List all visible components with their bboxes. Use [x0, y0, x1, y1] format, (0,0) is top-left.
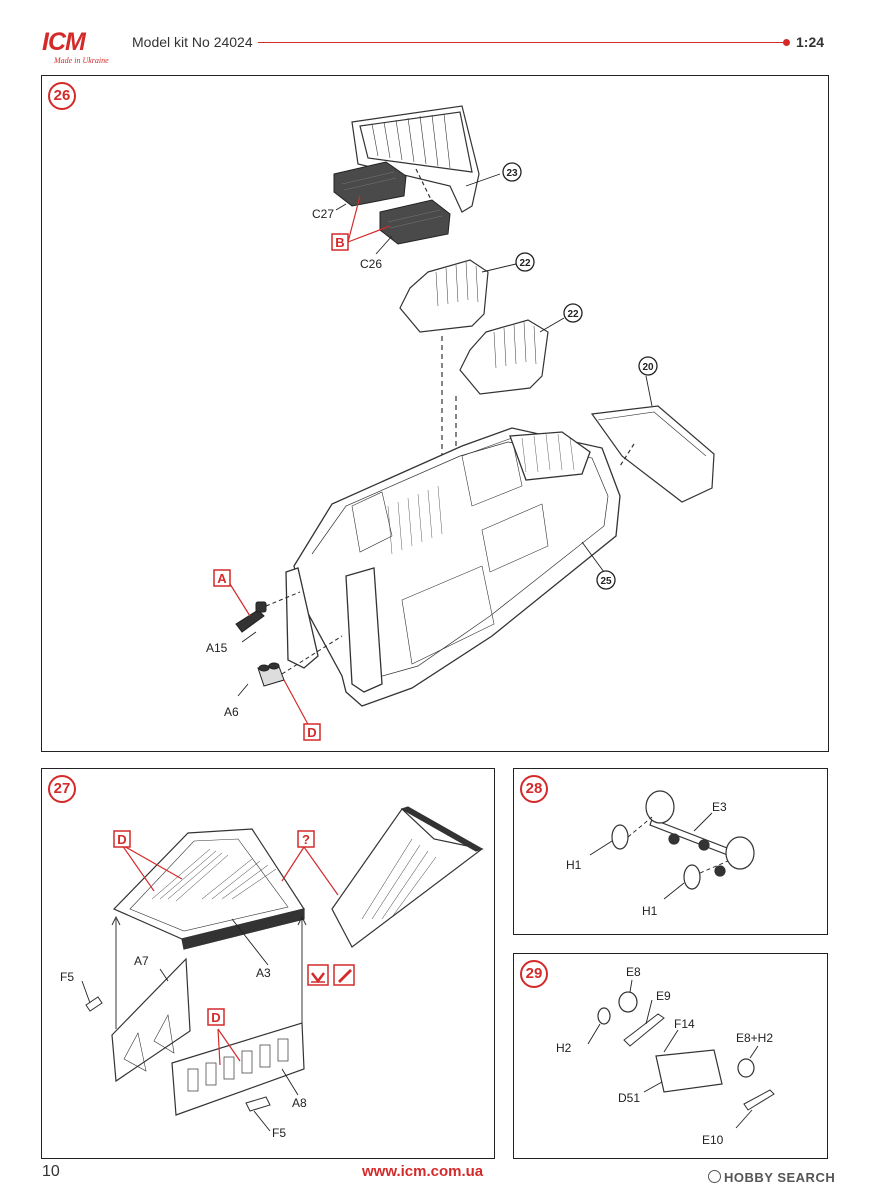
paint-icon — [333, 964, 355, 986]
label-e8-h2: E8+H2 — [736, 1031, 773, 1045]
label-c26: C26 — [360, 257, 382, 271]
tag-question: ? — [302, 832, 310, 847]
label-f5-top: F5 — [60, 970, 74, 984]
step-26-panel: 26 — [41, 75, 829, 752]
label-e10: E10 — [702, 1133, 724, 1147]
leader-lines — [587, 979, 759, 1129]
step-27-drawing: D ? D F5 A7 A3 A8 F5 — [60, 806, 484, 1140]
red-tag-boxes — [213, 233, 349, 741]
scale-label: 1:24 — [796, 34, 825, 50]
side-panel-a7 — [111, 957, 191, 1083]
bracket-e9-e10 — [623, 1013, 775, 1111]
tag-b: B — [335, 235, 344, 250]
tag-leaders — [121, 844, 339, 1066]
tag-a: A — [217, 571, 227, 586]
trunk-panel — [590, 405, 715, 503]
ref-23: 23 — [506, 168, 518, 179]
logo-text: ICM — [42, 28, 86, 56]
light-e8 — [597, 991, 755, 1078]
step-27-panel: 27 — [41, 768, 495, 1159]
watermark: HOBBY SEARCH — [708, 1170, 835, 1185]
label-c27: C27 — [312, 207, 334, 221]
step-29-drawing: E8 E9 F14 E8+H2 H2 D51 E10 — [556, 965, 775, 1147]
label-a15: A15 — [206, 641, 228, 655]
step-29-panel: 29 E8 E9 F14 E8+H2 H2 D51 E10 — [513, 953, 828, 1159]
ref-22a: 22 — [519, 258, 531, 269]
ref-20: 20 — [642, 362, 654, 373]
grille-panel-a8 — [171, 1022, 305, 1116]
lens-h1 — [611, 824, 701, 890]
tag-d: D — [307, 725, 316, 740]
website-link[interactable]: www.icm.com.ua — [362, 1163, 484, 1180]
step-number-badge: 29 — [520, 960, 548, 988]
hood-side-view — [331, 806, 484, 948]
ref-25: 25 — [600, 576, 612, 587]
header-rule — [258, 39, 790, 46]
page-header: ICM Made in Ukraine Model kit No 24024 1… — [0, 0, 869, 72]
assembly-arrows — [111, 915, 307, 1029]
cement-icon — [307, 964, 329, 986]
leader-lines — [237, 173, 653, 697]
step-28-panel: 28 E3 H1 H1 — [513, 768, 828, 935]
step-number-badge: 27 — [48, 775, 76, 803]
hood-a3 — [112, 828, 305, 950]
label-e9: E9 — [656, 989, 671, 1003]
leader-lines — [589, 812, 729, 900]
tag-d1: D — [117, 832, 126, 847]
label-e3: E3 — [712, 800, 727, 814]
car-body — [285, 427, 621, 707]
page-number: 10 — [42, 1163, 60, 1180]
headlight-bar — [645, 790, 755, 877]
plate-d51 — [655, 1049, 723, 1093]
label-e8: E8 — [626, 965, 641, 979]
label-a6: A6 — [224, 705, 239, 719]
label-f14: F14 — [674, 1017, 695, 1031]
step-number-badge: 26 — [48, 82, 76, 110]
ref-circles — [502, 162, 658, 590]
logo-tagline: Made in Ukraine — [54, 56, 109, 65]
label-d51: D51 — [618, 1091, 640, 1105]
tag-d2: D — [211, 1010, 220, 1025]
label-h2: H2 — [556, 1041, 572, 1055]
label-a7: A7 — [134, 954, 149, 968]
leader-lines — [81, 918, 299, 1132]
part-a15 — [235, 591, 301, 633]
label-h1-top: H1 — [566, 858, 582, 872]
bracket-f5 — [85, 996, 271, 1112]
step-number-badge: 28 — [520, 775, 548, 803]
red-tag-boxes — [113, 830, 315, 1026]
label-a3: A3 — [256, 966, 271, 980]
rear-seat-cushions — [333, 161, 451, 245]
icm-logo: ICM Made in Ukraine — [38, 28, 124, 68]
label-f5-bottom: F5 — [272, 1126, 286, 1140]
model-title: Model kit No 24024 — [132, 34, 253, 50]
label-h1-bottom: H1 — [642, 904, 658, 918]
watermark-text: HOBBY SEARCH — [724, 1170, 836, 1185]
tag-leaders — [229, 195, 391, 729]
part-a6 — [257, 635, 343, 687]
ref-22b: 22 — [567, 309, 579, 320]
step-26-drawing: 23 22 22 20 25 B A D C27 C26 A15 A6 — [206, 105, 715, 741]
watermark-logo-icon — [708, 1170, 721, 1183]
label-a8: A8 — [292, 1096, 307, 1110]
step-28-drawing: E3 H1 H1 — [566, 790, 755, 918]
